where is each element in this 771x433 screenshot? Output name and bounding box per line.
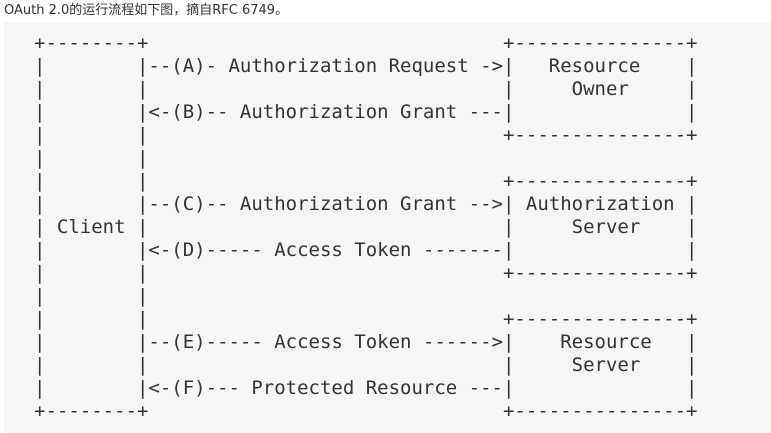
figure-caption: OAuth 2.0的运行流程如下图，摘自RFC 6749。 <box>4 3 289 18</box>
oauth-flow-ascii-diagram: +--------+ +---------------+ | |--(A)- A… <box>34 32 698 422</box>
code-block: +--------+ +---------------+ | |--(A)- A… <box>4 22 771 433</box>
